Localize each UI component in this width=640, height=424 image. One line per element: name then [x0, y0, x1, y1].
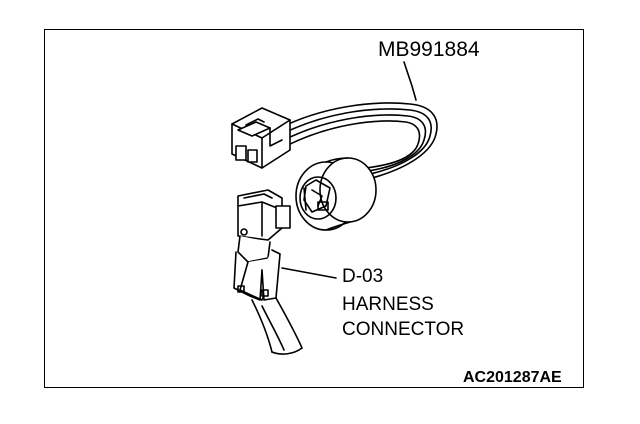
harness-connector-body: [233, 189, 291, 301]
harness-cable: [251, 297, 303, 355]
figure-code: AC201287AE: [463, 369, 562, 386]
connector-name-line1: HARNESS: [342, 294, 434, 315]
figure-frame: [44, 29, 584, 388]
tool-wire-bundle: [279, 102, 438, 179]
connector-name-line2: CONNECTOR: [342, 319, 465, 340]
connector-id-label: D-03: [342, 266, 384, 287]
tool-label: MB991884: [378, 38, 480, 61]
tool-leader-line: [403, 61, 417, 101]
harness-leader-line: [281, 267, 337, 279]
tool-ring-connector: [295, 157, 377, 231]
tool-plug-connector: [231, 107, 291, 169]
